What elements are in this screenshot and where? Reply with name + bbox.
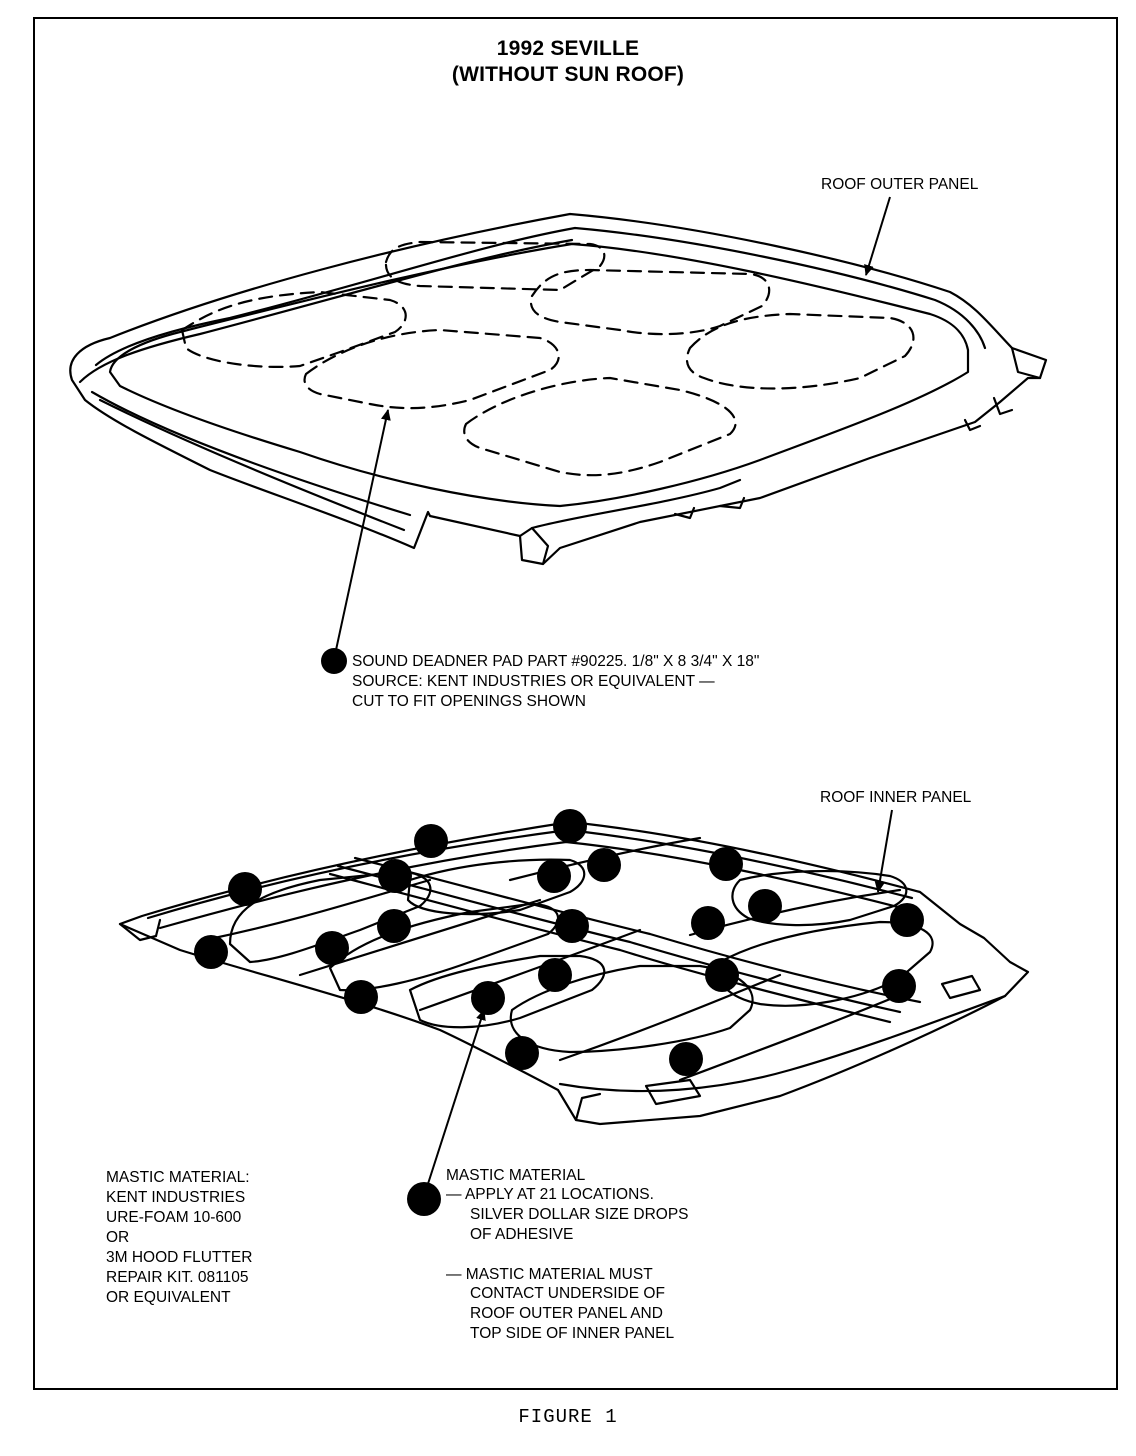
mastic-drop-5 <box>537 859 571 893</box>
roof-inner-panel-arrow <box>874 809 893 893</box>
mastic-note-line4: OF ADHESIVE <box>470 1226 574 1243</box>
mastic-note-line3: SILVER DOLLAR SIZE DROPS <box>470 1206 689 1223</box>
mastic-drop-14 <box>315 931 349 965</box>
mastic-drop-1 <box>228 872 262 906</box>
mastic-note-line7: ROOF OUTER PANEL AND <box>470 1305 663 1322</box>
mastic-drop-20 <box>505 1036 539 1070</box>
front-slot <box>644 1078 702 1106</box>
mastic-material-line3: URE-FOAM 10-600 <box>106 1209 242 1226</box>
roof-inner-panel-label: ROOF INNER PANEL <box>820 789 972 806</box>
mastic-drop-7 <box>709 847 743 881</box>
mastic-drop-15 <box>538 958 572 992</box>
mastic-drops <box>194 809 924 1076</box>
figure-border <box>33 17 1118 1390</box>
mastic-drop-12 <box>890 903 924 937</box>
opening-1 <box>384 240 606 292</box>
figure-caption: FIGURE 1 <box>518 1406 618 1428</box>
mastic-material-line7: OR EQUIVALENT <box>106 1289 231 1306</box>
mastic-drop-13 <box>194 935 228 969</box>
sound-pad-arrow <box>335 409 391 651</box>
mastic-drop-10 <box>691 906 725 940</box>
mastic-note-line5: — MASTIC MATERIAL MUST <box>446 1266 653 1283</box>
mastic-arrow <box>425 1009 486 1191</box>
mastic-drop-11 <box>748 889 782 923</box>
mastic-drop-4 <box>378 859 412 893</box>
mastic-material-line2: KENT INDUSTRIES <box>106 1189 246 1206</box>
mastic-drop-17 <box>882 969 916 1003</box>
sound-pad-bullet <box>321 648 347 674</box>
mastic-drop-6 <box>587 848 621 882</box>
mastic-note-line2: — APPLY AT 21 LOCATIONS. <box>446 1186 654 1203</box>
roof-outer-panel <box>69 212 1048 566</box>
mastic-drop-18 <box>344 980 378 1014</box>
mastic-drop-19 <box>471 981 505 1015</box>
opening-2 <box>529 268 771 336</box>
mastic-drop-21 <box>669 1042 703 1076</box>
mastic-drop-16 <box>705 958 739 992</box>
sound-pad-note-line1: SOUND DEADNER PAD PART #90225. 1/8" X 8 … <box>352 653 760 670</box>
opening-3 <box>180 290 407 368</box>
side-slot <box>940 974 982 1000</box>
mastic-note-line1: MASTIC MATERIAL <box>446 1167 586 1184</box>
roof-outer-panel-arrow <box>864 196 891 276</box>
mastic-drop-9 <box>555 909 589 943</box>
figure-subtitle: (WITHOUT SUN ROOF) <box>451 63 685 86</box>
mastic-material-line6: REPAIR KIT. 081105 <box>106 1269 249 1286</box>
sound-pad-note-line3: CUT TO FIT OPENINGS SHOWN <box>352 693 586 710</box>
sound-pad-openings <box>180 240 915 477</box>
mastic-drop-3 <box>553 809 587 843</box>
mastic-material-line5: 3M HOOD FLUTTER <box>106 1249 253 1266</box>
opening-4 <box>685 312 915 390</box>
mastic-material-line1: MASTIC MATERIAL: <box>106 1169 250 1186</box>
roof-outer-panel-label: ROOF OUTER PANEL <box>821 176 979 193</box>
opening-5 <box>303 328 560 410</box>
sound-pad-note-line2: SOURCE: KENT INDUSTRIES OR EQUIVALENT — <box>352 673 715 690</box>
figure-title: 1992 SEVILLE <box>496 37 640 60</box>
mastic-drop-8 <box>377 909 411 943</box>
mastic-bullet <box>407 1182 441 1216</box>
mastic-note-line6: CONTACT UNDERSIDE OF <box>470 1285 665 1302</box>
mastic-material-line4: OR <box>106 1229 130 1246</box>
opening-6 <box>463 376 737 477</box>
mastic-drop-2 <box>414 824 448 858</box>
mastic-note-line8: TOP SIDE OF INNER PANEL <box>470 1325 675 1342</box>
